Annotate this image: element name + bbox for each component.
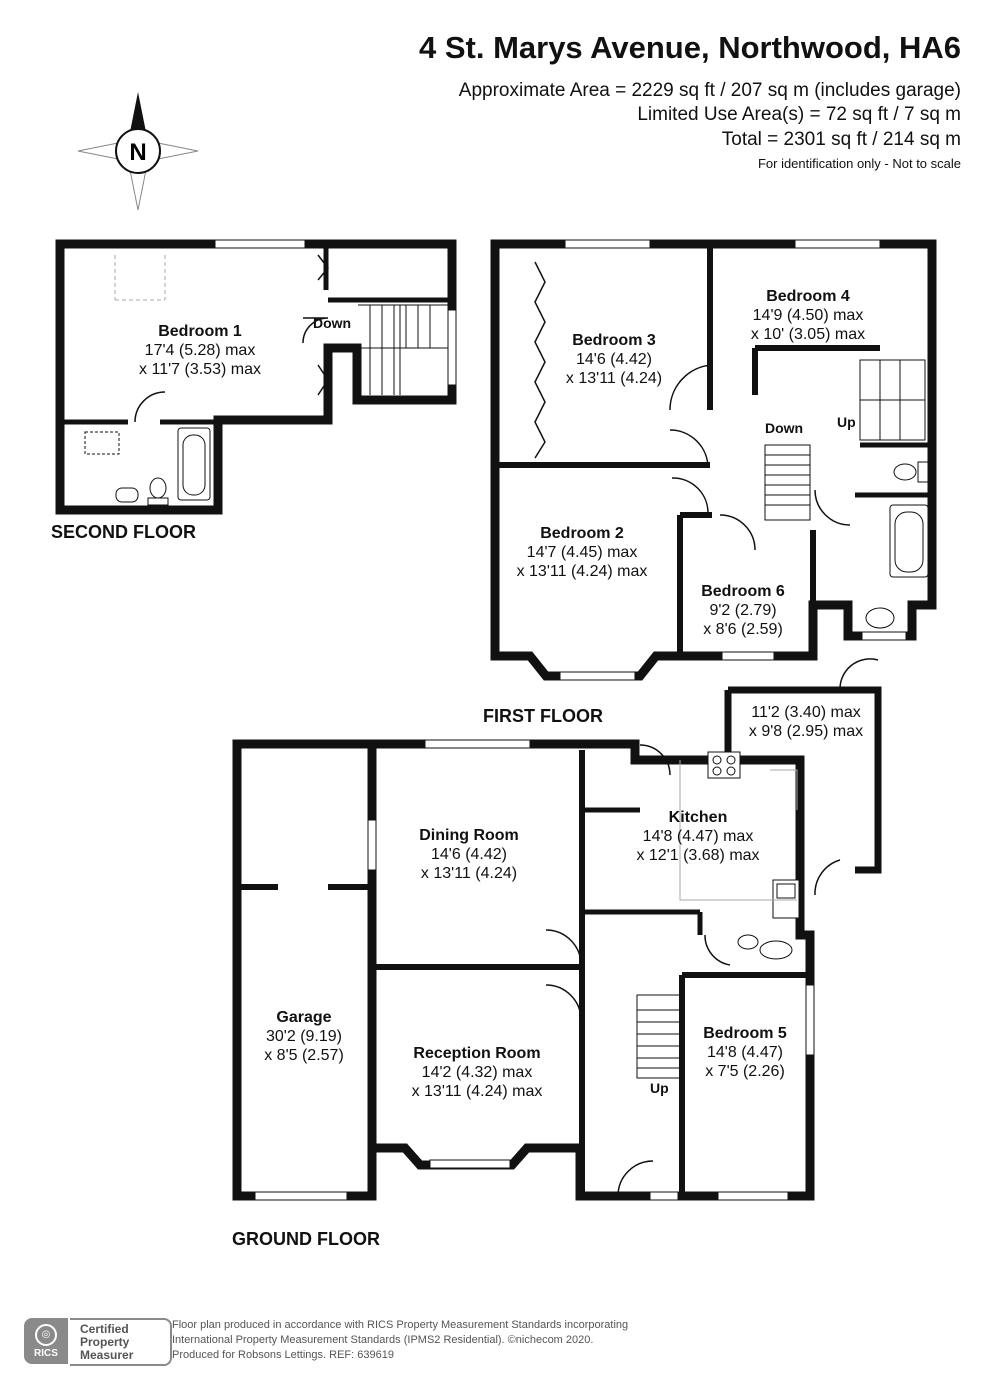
- room-conservatory: 11'2 (3.40) max x 9'8 (2.95) max: [748, 704, 864, 740]
- first-floor-walls: [490, 239, 937, 681]
- room-bedroom-4: Bedroom 4 14'9 (4.50) max x 10' (3.05) m…: [750, 288, 866, 343]
- room-bedroom-6: Bedroom 6 9'2 (2.79) x 8'6 (2.59): [701, 583, 785, 638]
- second-floor-label: SECOND FLOOR: [51, 522, 197, 542]
- stairs-up-label-first: Up: [837, 414, 856, 430]
- stairs-down-label-second: Down: [313, 315, 352, 331]
- property-address: 4 St. Marys Avenue, Northwood, HA6: [418, 30, 961, 65]
- total-area: Total = 2301 sq ft / 214 sq m: [721, 129, 961, 150]
- room-kitchen: Kitchen 14'8 (4.47) max x 12'1 (3.68) ma…: [636, 809, 760, 864]
- room-garage: Garage 30'2 (9.19) x 8'5 (2.57): [264, 1009, 344, 1064]
- limited-use-area: Limited Use Area(s) = 72 sq ft / 7 sq m: [637, 104, 961, 125]
- certified-measurer-badge: Certified Property Measurer: [70, 1318, 172, 1366]
- room-bedroom-3: Bedroom 3 14'6 (4.42) x 13'11 (4.24): [565, 332, 663, 387]
- room-reception: Reception Room 14'2 (4.32) max x 13'11 (…: [411, 1045, 543, 1100]
- stairs-up-label-ground: Up: [650, 1080, 669, 1096]
- approx-area: Approximate Area = 2229 sq ft / 207 sq m…: [458, 80, 961, 101]
- compass-rose-icon: N: [77, 92, 199, 211]
- room-bedroom-1: Bedroom 1 17'4 (5.28) max x 11'7 (3.53) …: [139, 323, 261, 378]
- room-bedroom-2: Bedroom 2 14'7 (4.45) max x 13'11 (4.24)…: [516, 525, 648, 580]
- ground-floor-walls: [232, 686, 882, 1201]
- compass-n-label: N: [129, 139, 146, 166]
- room-bedroom-5: Bedroom 5 14'8 (4.47) x 7'5 (2.26): [703, 1025, 787, 1080]
- room-dining: Dining Room 14'6 (4.42) x 13'11 (4.24): [419, 827, 519, 882]
- stairs-down-label-first: Down: [765, 420, 804, 436]
- rics-logo-icon: ◎ RICS: [24, 1318, 68, 1364]
- identification-note: For identification only - Not to scale: [757, 156, 961, 171]
- first-floor-label: FIRST FLOOR: [483, 706, 603, 726]
- ground-floor-label: GROUND FLOOR: [232, 1229, 380, 1249]
- footer-text: Floor plan produced in accordance with R…: [172, 1319, 629, 1361]
